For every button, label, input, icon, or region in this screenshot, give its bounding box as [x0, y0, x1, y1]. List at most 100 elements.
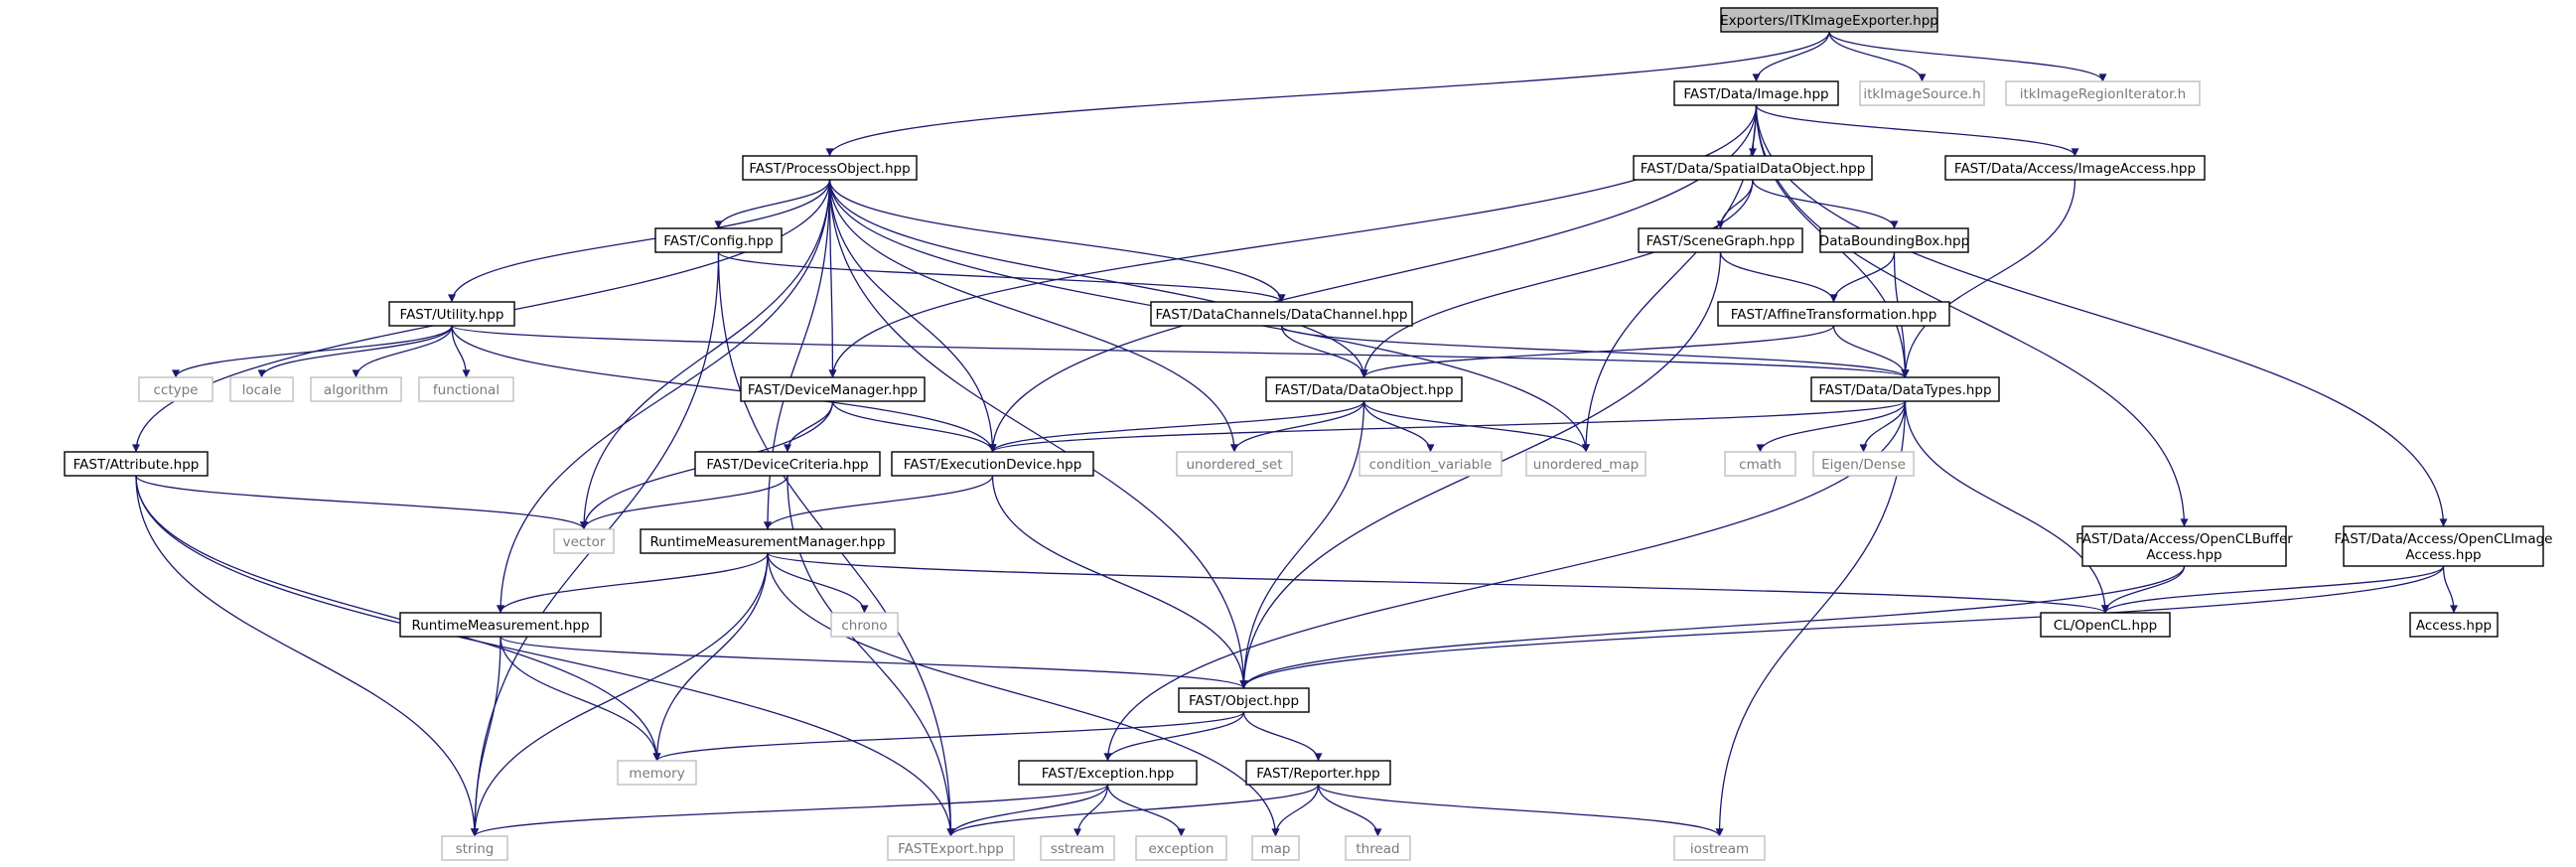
edge-processObject-to-executionDevice: [828, 179, 997, 453]
node-label: iostream: [1690, 841, 1749, 857]
node-fast-data-dataobject-hpp[interactable]: FAST/Data/DataObject.hpp: [1265, 376, 1463, 402]
node-label: FAST/Utility.hpp: [400, 307, 504, 323]
node-fastexport-hpp: FASTExport.hpp: [887, 835, 1015, 861]
node-label: FAST/SceneGraph.hpp: [1646, 233, 1795, 249]
edge-path: [1280, 325, 1368, 378]
node-fast-object-hpp[interactable]: FAST/Object.hpp: [1178, 687, 1310, 713]
node-box: [2343, 525, 2544, 567]
node-fast-config-hpp[interactable]: FAST/Config.hpp: [654, 227, 783, 253]
node-label: FAST/Data/SpatialDataObject.hpp: [1641, 161, 1866, 177]
node-label: FAST/DataChannels/DataChannel.hpp: [1155, 307, 1407, 323]
node-cctype: cctype: [138, 376, 214, 402]
node-fast-data-image-hpp[interactable]: FAST/Data/Image.hpp: [1673, 80, 1839, 106]
edge-rtmm-to-clopencl: [767, 552, 2109, 614]
node-fast-devicemanager-hpp[interactable]: FAST/DeviceManager.hpp: [740, 376, 926, 402]
edge-path: [1317, 784, 1724, 837]
node-box: [1040, 835, 1115, 861]
node-fast-data-access-imageaccess-hpp[interactable]: FAST/Data/Access/ImageAccess.hpp: [1944, 155, 2206, 181]
node-box: [2040, 612, 2171, 638]
node-access-hpp[interactable]: Access.hpp: [2409, 612, 2499, 638]
node-label: FAST/Data/Access/OpenCLImage: [2335, 531, 2553, 547]
node-box: [1150, 301, 1413, 327]
edge-root-to-image: [1752, 31, 1830, 82]
edge-reporter-to-iostream: [1317, 784, 1724, 837]
node-label: exception: [1149, 841, 1215, 857]
node-label: CL/OpenCL.hpp: [2054, 618, 2158, 634]
edge-bbox-to-affine: [1829, 251, 1896, 303]
node-box: [310, 376, 402, 402]
node-label: FAST/Data/Image.hpp: [1683, 86, 1828, 102]
node-cl-opencl-hpp[interactable]: CL/OpenCL.hpp: [2040, 612, 2171, 638]
node-runtimemeasurementmanager-hpp[interactable]: RuntimeMeasurementManager.hpp: [640, 528, 896, 554]
edge-processObject-to-dataChannel: [828, 179, 1286, 303]
node-fast-affinetransformation-hpp[interactable]: FAST/AffineTransformation.hpp: [1717, 301, 1950, 327]
node-label: FAST/ProcessObject.hpp: [749, 161, 910, 177]
node-fast-processobject-hpp[interactable]: FAST/ProcessObject.hpp: [742, 155, 918, 181]
edge-path: [471, 552, 769, 837]
node-fast-scenegraph-hpp[interactable]: FAST/SceneGraph.hpp: [1638, 227, 1803, 253]
node-fast-attribute-hpp[interactable]: FAST/Attribute.hpp: [64, 451, 209, 477]
edge-path: [497, 179, 831, 614]
node-thread: thread: [1345, 835, 1411, 861]
edge-dataChannel-to-dataObject: [1280, 325, 1368, 378]
node-box: [1178, 687, 1310, 713]
node-label: string: [456, 841, 495, 857]
node-label: itkImageSource.h: [1863, 86, 1980, 102]
edge-path: [1904, 400, 2109, 614]
node-box: [1018, 760, 1198, 786]
node-functional: functional: [418, 376, 514, 402]
node-fast-devicecriteria-hpp[interactable]: FAST/DeviceCriteria.hpp: [694, 451, 881, 477]
edge-processObject-to-rtm: [497, 179, 831, 614]
edge-path: [1106, 784, 1186, 837]
node-label: Eigen/Dense: [1821, 457, 1906, 473]
edge-executionDevice-to-rtmm: [764, 475, 994, 530]
edge-openclBuffer-to-object: [1239, 565, 2186, 689]
edge-path: [1239, 565, 2445, 689]
edge-attribute-to-memory: [135, 475, 661, 762]
edge-processObject-to-object: [828, 179, 1248, 689]
edge-rtm-to-memory: [500, 636, 661, 762]
edge-path: [784, 400, 834, 453]
edge-path: [1828, 31, 2107, 82]
node-label: DataBoundingBox.hpp: [1819, 233, 1969, 249]
node-box: [740, 376, 926, 402]
node-iostream: iostream: [1673, 835, 1766, 861]
edge-object-to-reporter: [1242, 711, 1323, 762]
node-box: [229, 376, 294, 402]
edge-spatialData-to-dataObject: [1360, 179, 1754, 378]
node-exporters-itkimageexporter-hpp[interactable]: Exporters/ITKImageExporter.hpp: [1720, 7, 1938, 33]
node-fast-executiondevice-hpp[interactable]: FAST/ExecutionDevice.hpp: [891, 451, 1094, 477]
edge-dataTypes-to-eigenDense: [1859, 400, 1907, 453]
edge-image-to-openclBuffer: [1755, 104, 2189, 527]
edge-processObject-to-utility: [448, 179, 831, 303]
edge-path: [1230, 400, 1365, 453]
node-string: string: [441, 835, 508, 861]
edge-dataObject-to-executionDevice: [988, 400, 1365, 453]
node-box: [418, 376, 514, 402]
node-fast-utility-hpp[interactable]: FAST/Utility.hpp: [388, 301, 515, 327]
edge-image-to-openclImage: [1755, 104, 2448, 527]
node-box: [1245, 760, 1391, 786]
edge-path: [497, 552, 769, 614]
node-itkimagesource-h: itkImageSource.h: [1859, 80, 1985, 106]
node-algorithm: algorithm: [310, 376, 402, 402]
edge-dataTypes-to-cmath: [1756, 400, 1907, 453]
node-fast-data-spatialdataobject-hpp[interactable]: FAST/Data/SpatialDataObject.hpp: [1633, 155, 1873, 181]
node-label: FAST/Exception.hpp: [1042, 766, 1175, 782]
node-fast-datachannels-datachannel-hpp[interactable]: FAST/DataChannels/DataChannel.hpp: [1150, 301, 1413, 327]
node-label: unordered_map: [1533, 457, 1639, 473]
node-databoundingbox-hpp[interactable]: DataBoundingBox.hpp: [1819, 227, 1969, 253]
node-label: FAST/ExecutionDevice.hpp: [904, 457, 1082, 473]
edge-path: [1755, 104, 2079, 157]
node-unordered-set: unordered_set: [1176, 451, 1293, 477]
node-box: [742, 155, 918, 181]
edge-executionDevice-to-object: [991, 475, 1248, 689]
node-runtimemeasurement-hpp[interactable]: RuntimeMeasurement.hpp: [399, 612, 602, 638]
node-box: [1673, 80, 1839, 106]
edge-path: [764, 475, 994, 530]
node-fast-reporter-hpp[interactable]: FAST/Reporter.hpp: [1245, 760, 1391, 786]
node-fast-data-datatypes-hpp[interactable]: FAST/Data/DataTypes.hpp: [1810, 376, 2000, 402]
node-fast-exception-hpp[interactable]: FAST/Exception.hpp: [1018, 760, 1198, 786]
